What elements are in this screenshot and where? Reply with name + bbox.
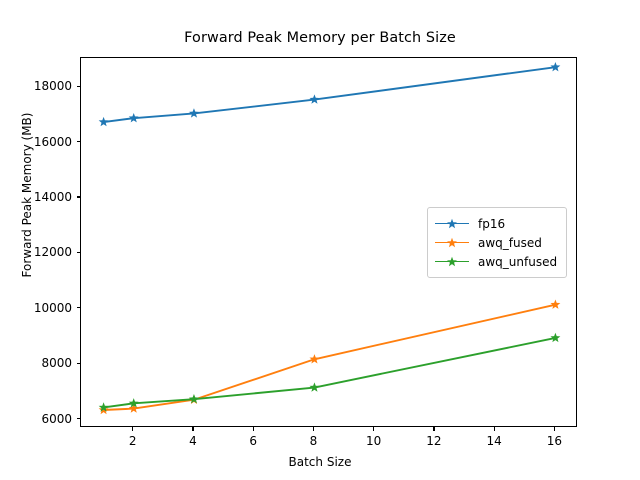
y-tick-label: 8000: [41, 356, 72, 371]
x-tick-label: 4: [189, 434, 197, 448]
x-tick-mark: [252, 427, 254, 431]
y-tick-label: 18000: [33, 79, 72, 94]
x-tick-mark: [553, 427, 555, 431]
y-tick-mark: [76, 85, 80, 87]
x-axis-tick-labels: 2 4 6 8 10 12 14 16: [0, 434, 640, 454]
data-point-marker: [309, 354, 320, 364]
x-tick-label: 12: [426, 434, 442, 448]
data-point-marker: [189, 393, 199, 404]
legend-label: awq_unfused: [478, 254, 558, 269]
x-tick-mark: [433, 427, 435, 431]
chart-title: Forward Peak Memory per Batch Size: [184, 30, 456, 46]
x-tick-label: 14: [486, 434, 502, 448]
legend-label: awq_fused: [478, 235, 542, 250]
data-point-marker: [189, 108, 199, 118]
data-point-marker: [128, 398, 139, 408]
x-tick-label: 16: [546, 434, 563, 448]
plot-lines: [98, 61, 561, 415]
y-tick-mark: [76, 251, 80, 253]
x-tick-mark: [312, 427, 315, 431]
x-tick-mark: [373, 427, 375, 431]
y-tick-mark: [76, 141, 80, 143]
chart-legend: fp16 awq_fused awq_unfused: [427, 207, 568, 278]
star-icon: [447, 256, 457, 266]
y-tick-label: 12000: [33, 245, 72, 260]
y-tick-mark: [76, 307, 80, 309]
x-tick-mark: [493, 427, 495, 431]
y-tick-label: 14000: [33, 189, 72, 204]
data-point-marker: [128, 112, 139, 123]
data-point-marker: [128, 403, 139, 413]
series-line: [102, 303, 557, 411]
data-point-marker: [309, 94, 320, 104]
x-axis-label: Batch Size: [288, 455, 352, 469]
data-point-marker: [309, 382, 320, 392]
x-tick-mark: [192, 427, 194, 431]
x-tick-label: 2: [128, 434, 137, 448]
data-point-marker: [98, 402, 109, 412]
legend-marker-icon: [435, 217, 469, 231]
series-awq_fused: [98, 299, 561, 415]
star-icon: [447, 218, 457, 228]
legend-item-awq_fused: awq_fused: [435, 233, 557, 252]
series-line: [102, 336, 557, 409]
y-tick-mark: [76, 418, 80, 420]
y-tick-mark: [76, 196, 80, 198]
y-tick-label: 10000: [33, 300, 72, 315]
plot-area: [80, 57, 577, 427]
legend-label: fp16: [478, 216, 506, 231]
legend-item-awq_unfused: awq_unfused: [435, 252, 557, 271]
y-tick-mark: [76, 362, 80, 364]
x-tick-label: 8: [309, 434, 318, 448]
data-point-marker: [98, 116, 109, 127]
x-tick-mark: [132, 427, 134, 431]
y-axis-tick-labels: 6000 8000 10000 12000 14000 16000 18000: [0, 0, 72, 480]
legend-marker-icon: [435, 255, 469, 269]
x-tick-label: 6: [249, 434, 258, 448]
data-point-marker: [550, 299, 561, 309]
legend-marker-icon: [435, 236, 469, 250]
data-point-marker: [550, 332, 561, 343]
x-tick-label: 10: [366, 434, 382, 448]
star-icon: [447, 237, 457, 247]
data-point-marker: [550, 61, 561, 72]
series-fp16: [98, 61, 561, 127]
y-tick-label: 6000: [41, 411, 72, 426]
legend-item-fp16: fp16: [435, 214, 557, 233]
series-awq_unfused: [98, 332, 561, 412]
series-line: [102, 66, 557, 123]
y-tick-label: 16000: [33, 134, 72, 149]
